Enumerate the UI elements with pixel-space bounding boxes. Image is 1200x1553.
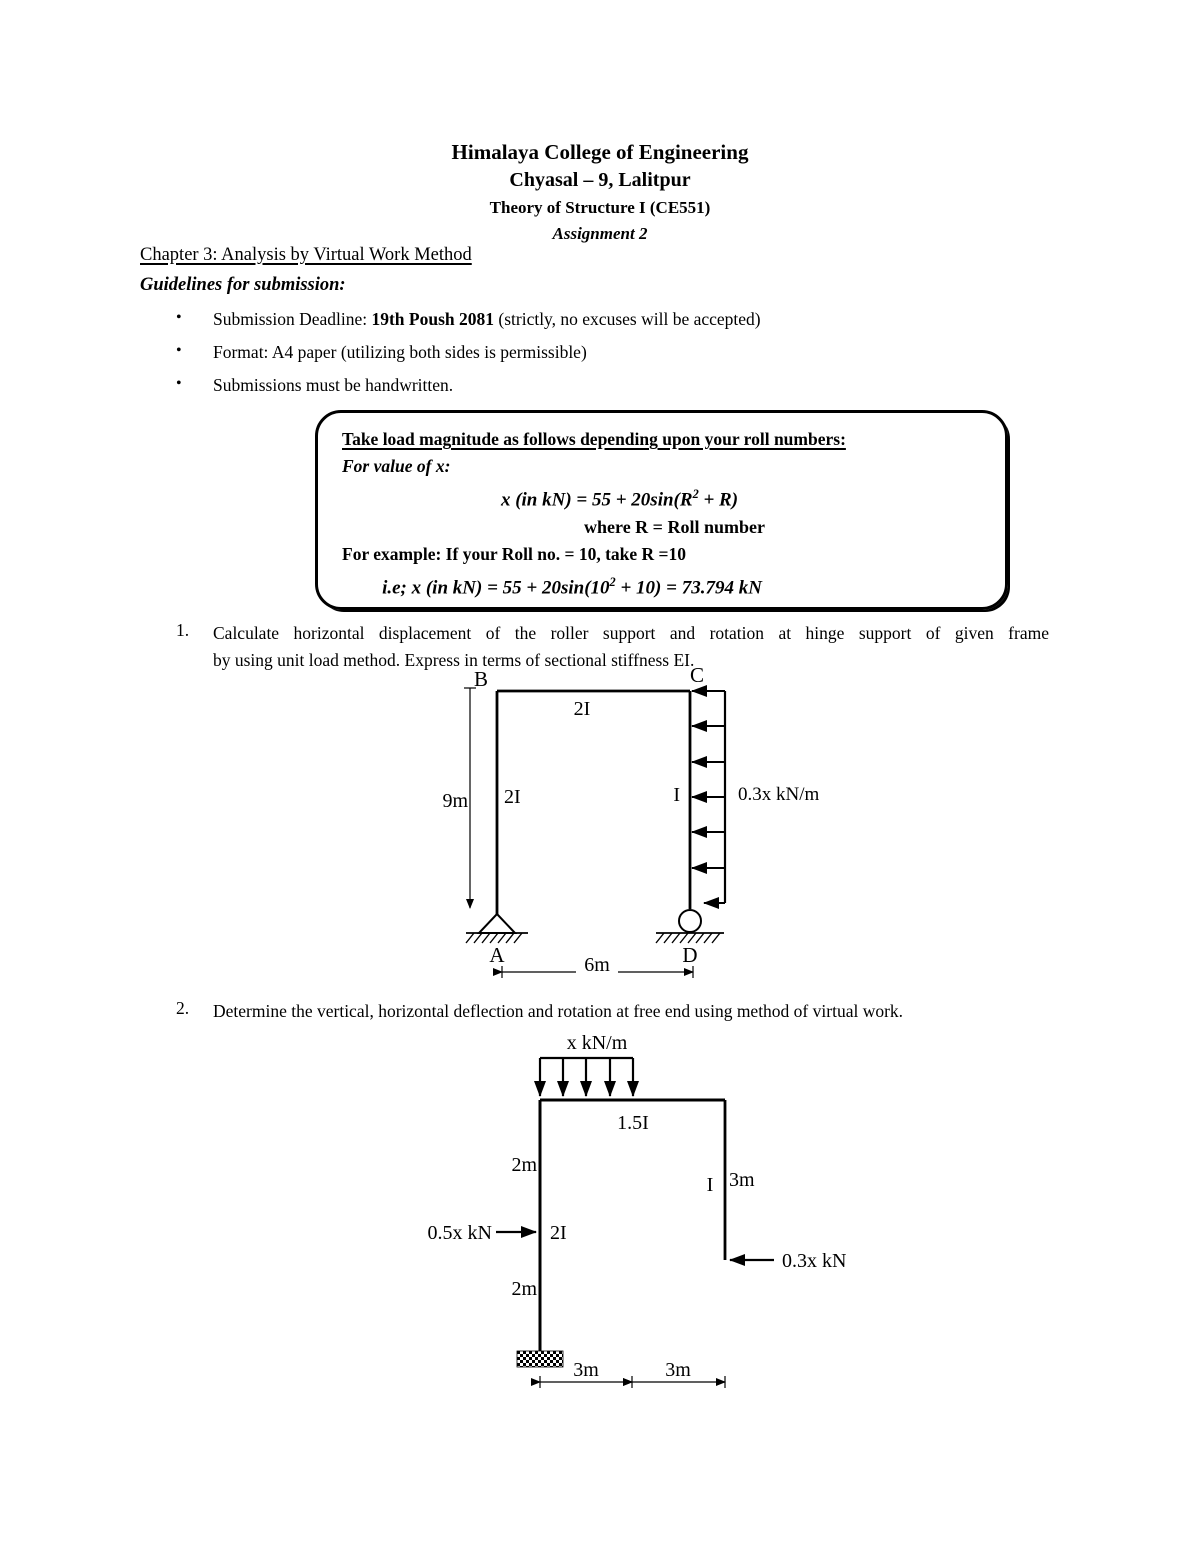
bullet-marker: • bbox=[176, 309, 182, 326]
distributed-load-label: 0.3x kN/m bbox=[738, 784, 820, 805]
left-point-load-label: 0.5x kN bbox=[428, 1222, 492, 1244]
ground-hatching bbox=[655, 932, 721, 944]
left-column-stiffness-label: 2I bbox=[550, 1222, 567, 1244]
height-label: 9m bbox=[442, 790, 468, 812]
dim-left-label: 3m bbox=[573, 1359, 599, 1381]
lateral-udl bbox=[691, 685, 727, 909]
right-point-load-label: 0.3x kN bbox=[782, 1250, 846, 1272]
roller-support-d bbox=[655, 909, 724, 944]
left-column-stiffness-label: 2I bbox=[504, 786, 521, 808]
node-label-d: D bbox=[682, 943, 697, 967]
right-column-height-label: 3m bbox=[729, 1169, 755, 1191]
node-label-c: C bbox=[690, 666, 704, 687]
problem-2-number: 2. bbox=[176, 998, 190, 1018]
problem-1-number: 1. bbox=[176, 620, 190, 640]
upper-segment-label: 2m bbox=[511, 1154, 537, 1176]
fixed-support bbox=[516, 1350, 564, 1368]
bullet-deadline-text: Submission Deadline: 19th Poush 2081 (st… bbox=[213, 309, 761, 329]
height-dimension bbox=[464, 687, 476, 909]
load-box-title: Take load magnitude as follows depending… bbox=[342, 429, 846, 449]
beam-stiffness-label: 2I bbox=[574, 698, 591, 720]
span-label: 6m bbox=[584, 954, 610, 976]
frame-diagram-2: x kN/m 1.5I 2m 0.5x kN 2I 2m I 3m 0.3x k… bbox=[428, 1032, 846, 1388]
load-magnitude-box: Take load magnitude as follows depending… bbox=[315, 410, 1008, 610]
ground-hatching bbox=[465, 932, 523, 944]
load-formula: x (in kN) = 55 + 20sin(R2 + R) bbox=[500, 487, 739, 511]
load-example-intro: For example: If your Roll no. = 10, take… bbox=[342, 544, 687, 565]
node-label-b: B bbox=[474, 667, 488, 691]
bullet-deadline: • Submission Deadline: 19th Poush 2081 (… bbox=[176, 309, 761, 330]
lower-segment-label: 2m bbox=[511, 1278, 537, 1300]
udl-label: x kN/m bbox=[567, 1032, 628, 1054]
frame-members bbox=[495, 689, 692, 914]
beam-stiffness-label: 1.5I bbox=[617, 1112, 649, 1134]
frame-members bbox=[538, 1098, 727, 1351]
load-where-line: where R = Roll number bbox=[584, 517, 765, 538]
dim-label-mask bbox=[576, 956, 618, 976]
frame-diagram-1: B C A D 9m 2I 2I I 0.3x kN/m 6m bbox=[442, 666, 820, 978]
load-example-formula: i.e; x (in kN) = 55 + 20sin(102 + 10) = … bbox=[382, 575, 762, 599]
guidelines-heading: Guidelines for submission: bbox=[140, 275, 346, 295]
bullet-format-text: Format: A4 paper (utilizing both sides i… bbox=[213, 342, 587, 362]
college-name: Himalaya College of Engineering bbox=[451, 140, 749, 164]
base-dimensions bbox=[531, 1376, 726, 1388]
problem-1-text: Calculate horizontal displacement of the… bbox=[213, 623, 1049, 670]
bullet-format: • Format: A4 paper (utilizing both sides… bbox=[176, 342, 587, 363]
bullet-marker: • bbox=[176, 375, 182, 392]
load-box-for-value: For value of x: bbox=[342, 456, 451, 476]
chapter-heading: Chapter 3: Analysis by Virtual Work Meth… bbox=[140, 245, 472, 265]
point-loads bbox=[496, 1226, 774, 1266]
vertical-udl bbox=[534, 1056, 639, 1097]
node-label-a: A bbox=[489, 943, 505, 967]
assignment-title: Assignment 2 bbox=[552, 224, 648, 243]
bullet-handwritten: • Submissions must be handwritten. bbox=[176, 375, 453, 396]
right-column-stiffness-label: I bbox=[673, 784, 680, 806]
college-address: Chyasal – 9, Lalitpur bbox=[509, 169, 691, 191]
bullet-marker: • bbox=[176, 342, 182, 359]
bullet-handwritten-text: Submissions must be handwritten. bbox=[213, 375, 454, 395]
load-box-math: x (in kN) = 55 + 20sin(R2 + R) where R =… bbox=[342, 480, 897, 540]
course-title: Theory of Structure I (CE551) bbox=[489, 198, 711, 217]
dim-right-label: 3m bbox=[665, 1359, 691, 1381]
problem-2-text: Determine the vertical, horizontal defle… bbox=[213, 1001, 904, 1021]
right-column-stiffness-label: I bbox=[707, 1174, 714, 1196]
pin-support-a bbox=[465, 912, 528, 944]
